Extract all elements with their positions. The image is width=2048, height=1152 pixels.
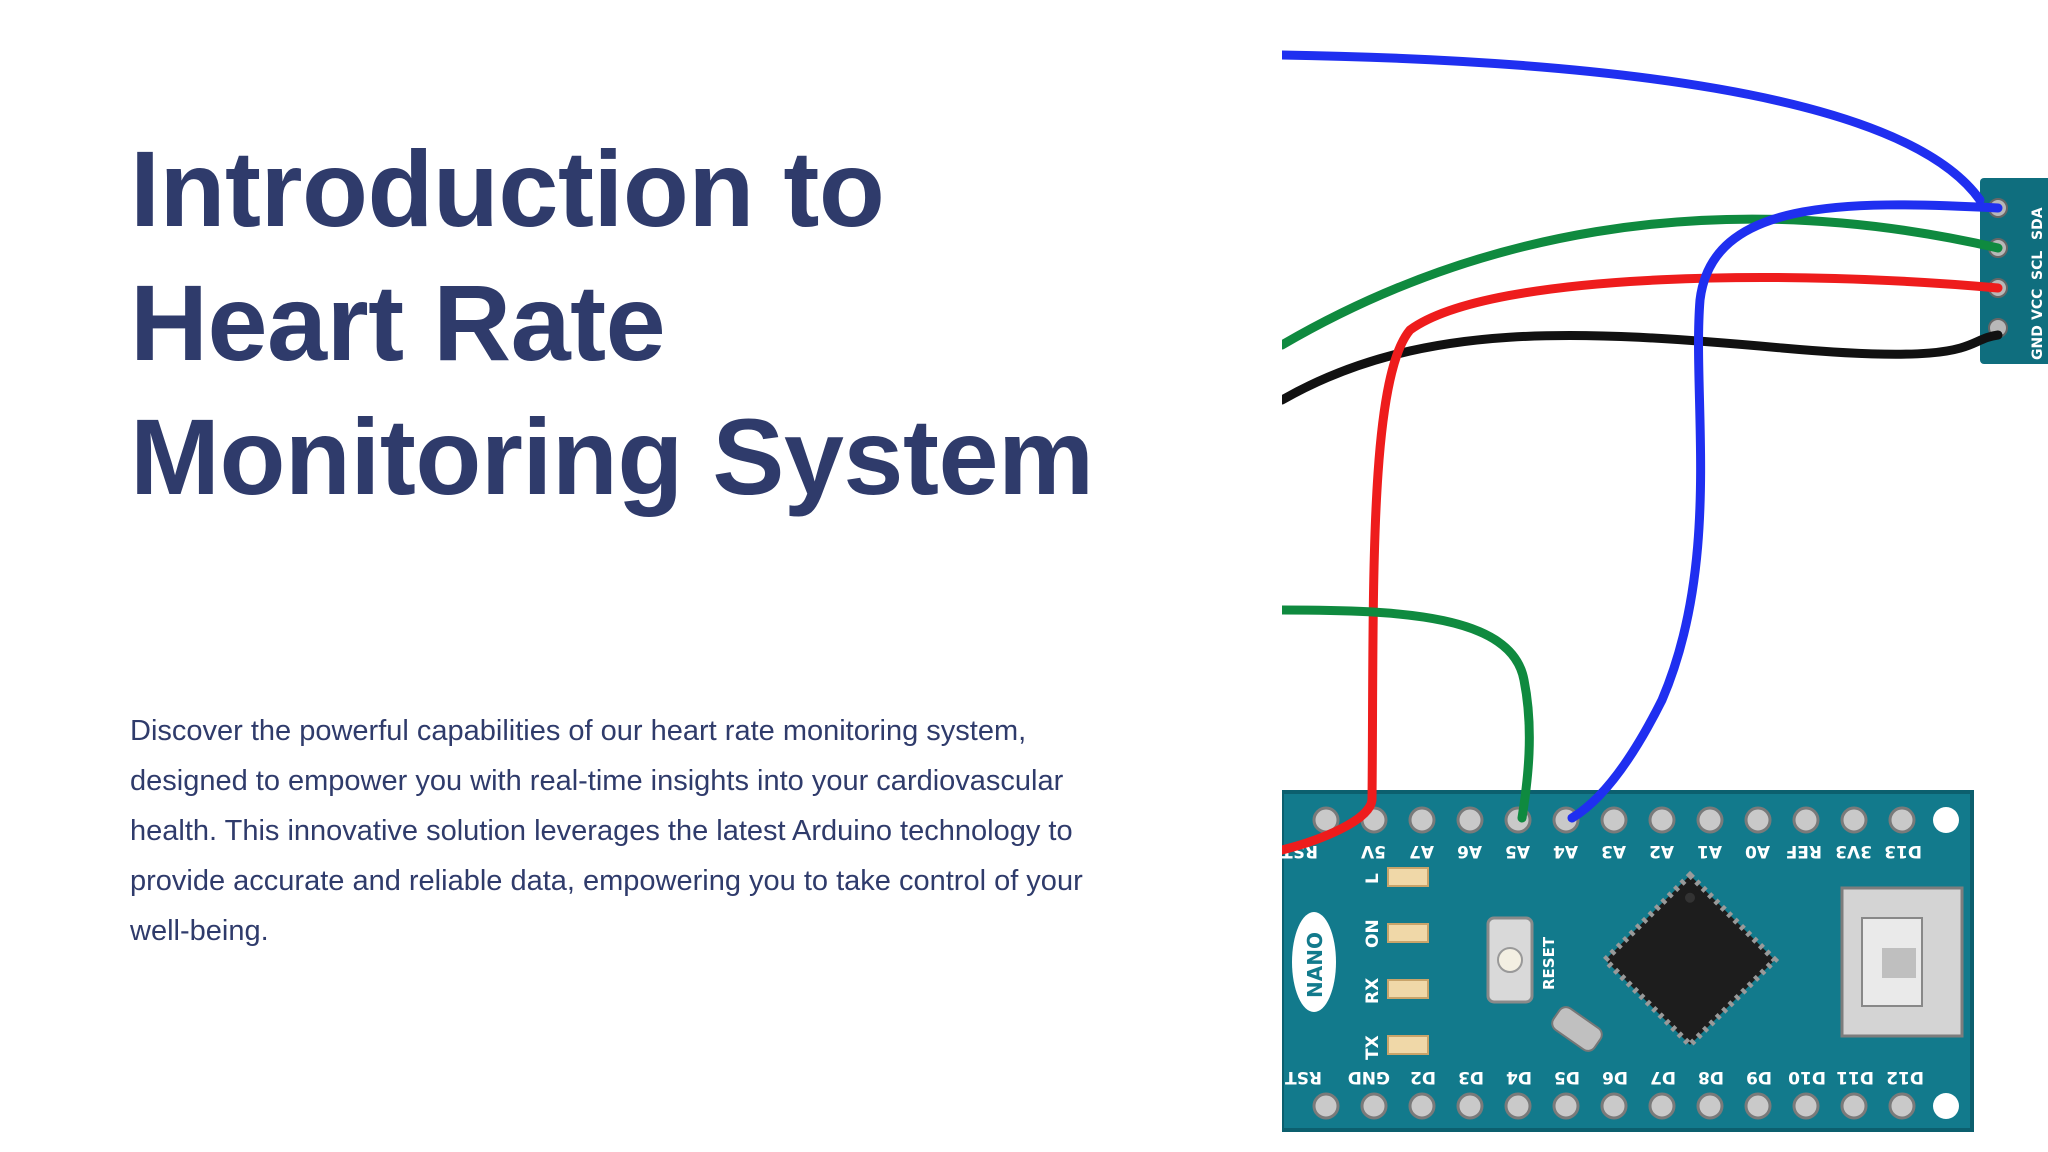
led-label-tx: TX	[1363, 1035, 1383, 1060]
status-leds: L ON RX TX	[1363, 867, 1429, 1060]
pin-label-3v3: 3V3	[1835, 841, 1872, 861]
sensor-pin-vcc: VCC	[2030, 289, 2046, 320]
pin-label-a6: A6	[1457, 841, 1482, 861]
pin-label-d8: D8	[1698, 1067, 1724, 1087]
arduino-wiring-image: GND VCC SCL SDA	[1282, 0, 2048, 1152]
pin-label-d7: D7	[1650, 1067, 1676, 1087]
slide-description: Discover the powerful capabilities of ou…	[130, 715, 1083, 947]
led-label-l: L	[1363, 873, 1383, 884]
pin-label-d3: D3	[1458, 1067, 1484, 1087]
board-label: NANO	[1303, 932, 1327, 998]
title-line-3: Monitoring System	[130, 396, 1094, 517]
pin-label-a1: A1	[1697, 841, 1722, 861]
pin-label-ref: REF	[1786, 841, 1822, 861]
pin-label-d5: D5	[1554, 1067, 1580, 1087]
led-label-rx: RX	[1363, 978, 1383, 1004]
pin-label-d12: D12	[1886, 1067, 1924, 1087]
top-pin-labels: RST 5V A7 A6 A5 A4 A3 A2 A1 A0 REF 3V3 D…	[1282, 841, 1922, 861]
title-line-1: Introduction to	[130, 128, 885, 249]
pin-label-d10: D10	[1788, 1067, 1826, 1087]
slide-title: Introduction to Heart Rate Monitoring Sy…	[130, 122, 1250, 524]
pin-label-5v: 5V	[1360, 841, 1386, 861]
pin-label-a2: A2	[1649, 841, 1674, 861]
pin-label-a5: A5	[1505, 841, 1530, 861]
pin-label-d2: D2	[1410, 1067, 1436, 1087]
pin-label-a0: A0	[1745, 841, 1770, 861]
pin-label-gnd: GND	[1348, 1067, 1390, 1087]
pin-label-a4: A4	[1553, 841, 1578, 861]
pin-label-d6: D6	[1602, 1067, 1628, 1087]
reset-label: RESET	[1540, 936, 1558, 990]
pin-label-d4: D4	[1506, 1067, 1532, 1087]
jumper-wires	[1282, 50, 2003, 855]
sensor-pin-sda: SDA	[2030, 207, 2046, 240]
sensor-pin-gnd: GND	[2030, 325, 2046, 360]
pin-label-a7: A7	[1409, 841, 1434, 861]
sensor-pin-scl: SCL	[2030, 251, 2046, 280]
pin-label-d13: D13	[1884, 841, 1922, 861]
led-label-on: ON	[1363, 919, 1383, 948]
pin-label-a3: A3	[1601, 841, 1626, 861]
arduino-nano-board: RST 5V A7 A6 A5 A4 A3 A2 A1 A0 REF 3V3 D…	[1282, 790, 1974, 1132]
pin-label-rst-bottom: RST	[1285, 1067, 1322, 1087]
bottom-pin-labels: RST GND D2 D3 D4 D5 D6 D7 D8 D9 D10 D11 …	[1285, 1067, 1924, 1087]
pin-label-d11: D11	[1836, 1067, 1874, 1087]
title-line-2: Heart Rate	[130, 262, 666, 383]
pin-label-d9: D9	[1746, 1067, 1772, 1087]
